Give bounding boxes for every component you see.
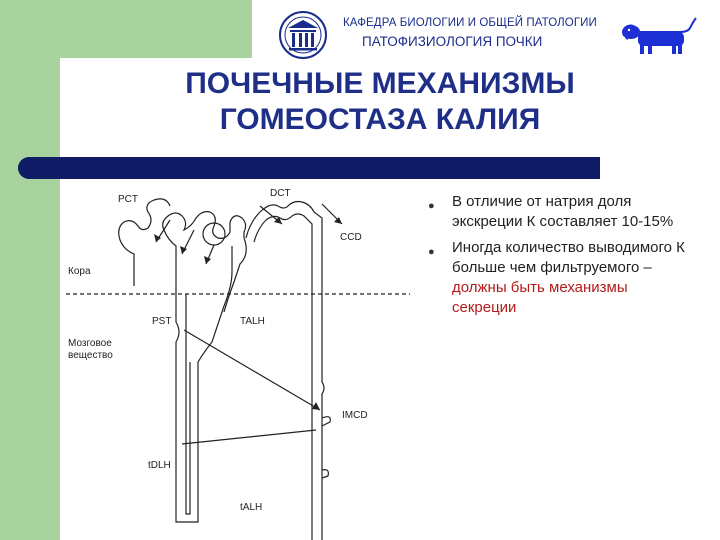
ascending-limb xyxy=(224,238,246,312)
bullet-item: ● Иногда количество выводимого К больше … xyxy=(426,238,686,318)
label-cortex: Кора xyxy=(68,266,91,277)
title-line-2: ГОМЕОСТАЗА КАЛИЯ xyxy=(80,102,680,138)
nephron-diagram: PCT DCT CCD Кора PST TALH Мозговое вещес… xyxy=(64,182,420,540)
bullet-item: ● В отличие от натрия доля экскреции К с… xyxy=(426,192,686,232)
slide-title: ПОЧЕЧНЫЕ МЕХАНИЗМЫ ГОМЕОСТАЗА КАЛИЯ xyxy=(80,66,680,138)
top-decorative-band xyxy=(60,0,252,58)
label-talh-thin: tALH xyxy=(240,502,262,513)
dachshund-icon xyxy=(618,10,700,60)
nephron-outer-wall xyxy=(119,199,246,286)
bullet-text: Иногда количество выводимого К больше че… xyxy=(452,239,685,276)
label-tdlh: tDLH xyxy=(148,460,171,471)
pointer-imcd xyxy=(184,330,320,410)
title-divider-bar xyxy=(18,157,600,179)
descending-limb xyxy=(176,246,232,522)
label-imcd: IMCD xyxy=(342,410,368,421)
bullet-text: В отличие от натрия доля экскреции К сос… xyxy=(452,193,673,230)
university-logo-icon xyxy=(278,10,328,60)
bullet-dot-icon: ● xyxy=(428,196,435,216)
bullet-list: ● В отличие от натрия доля экскреции К с… xyxy=(426,192,686,324)
collecting-duct-bumps xyxy=(322,417,330,478)
pointer-tdlh xyxy=(182,430,316,444)
label-talh: TALH xyxy=(240,316,265,327)
department-name: КАФЕДРА БИОЛОГИИ И ОБЩЕЙ ПАТОЛОГИИ xyxy=(343,17,623,29)
left-decorative-band xyxy=(0,0,60,540)
label-medulla-1: Мозговое xyxy=(68,338,112,349)
course-subject: ПАТОФИЗИОЛОГИЯ ПОЧКИ xyxy=(362,34,602,49)
bullet-highlight: должны быть механизмы секреции xyxy=(452,279,628,316)
bullet-dot-icon: ● xyxy=(428,242,435,262)
label-ccd: CCD xyxy=(340,232,362,243)
descending-limb-inner xyxy=(186,294,190,514)
label-dct: DCT xyxy=(270,188,291,199)
title-line-1: ПОЧЕЧНЫЕ МЕХАНИЗМЫ xyxy=(80,66,680,102)
label-pct: PCT xyxy=(118,194,138,205)
label-medulla-2: вещество xyxy=(68,350,113,361)
label-pst: PST xyxy=(152,316,171,327)
distal-tubule-inner xyxy=(254,214,312,540)
